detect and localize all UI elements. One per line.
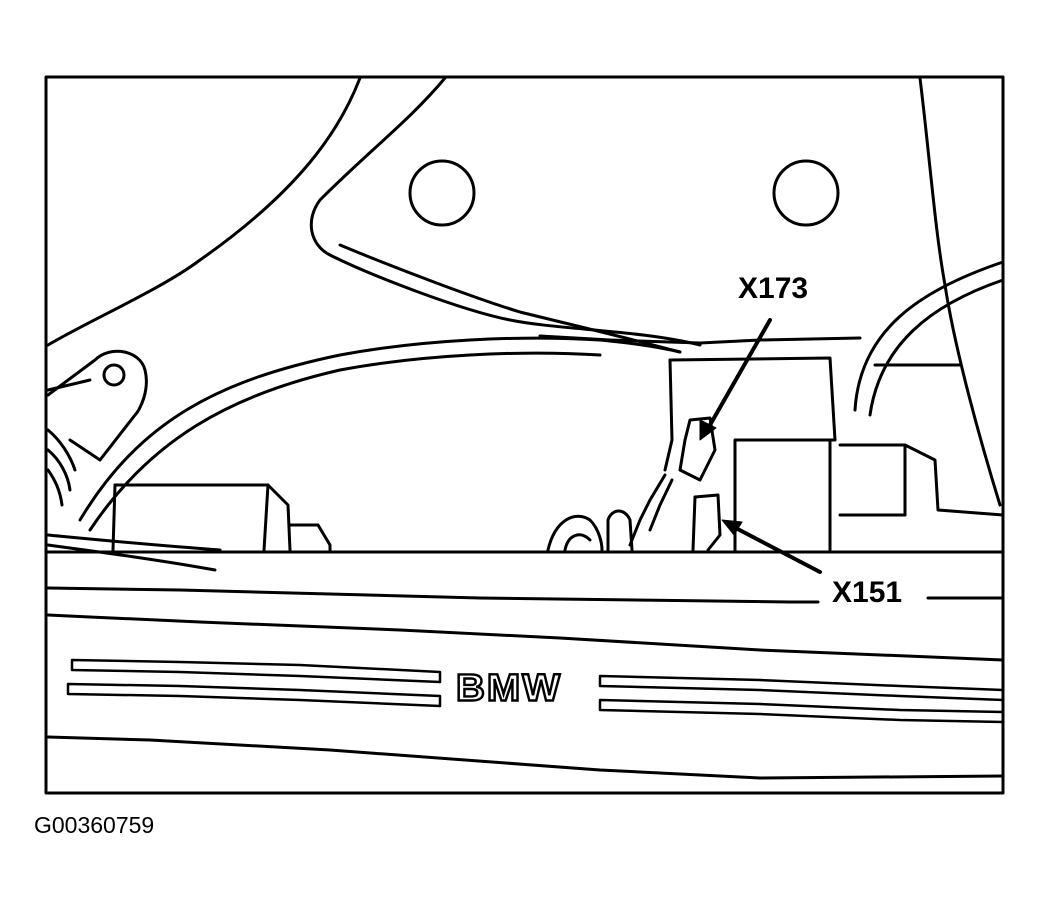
bmw-emblem: BMW — [455, 667, 562, 709]
callout-label-x173: X173 — [738, 272, 809, 305]
door-sill-panel — [44, 550, 1005, 780]
mounting-hole-left — [408, 159, 476, 227]
connector-x151 — [691, 493, 722, 552]
leader-x173 — [704, 318, 772, 434]
leader-lines — [699, 318, 822, 574]
left-module — [46, 483, 332, 572]
callout-label-x151: X151 — [832, 576, 903, 609]
base-fittings — [546, 509, 634, 552]
control-module-block — [663, 356, 1005, 552]
bracket-plate — [46, 76, 947, 354]
figure-code: G00360759 — [34, 812, 155, 838]
bolt-icon — [102, 363, 126, 387]
wiring-harness — [46, 260, 1005, 532]
arrowhead-x173 — [699, 419, 717, 441]
left-connector-bracket — [46, 349, 148, 507]
diagram-border — [44, 75, 1005, 795]
arrowhead-x151 — [721, 519, 743, 536]
trim-strips-left — [66, 658, 442, 708]
trim-strips-right — [598, 674, 1005, 724]
mounting-hole-right — [772, 159, 840, 227]
connector-x173 — [628, 416, 717, 547]
leader-x151 — [728, 523, 822, 574]
